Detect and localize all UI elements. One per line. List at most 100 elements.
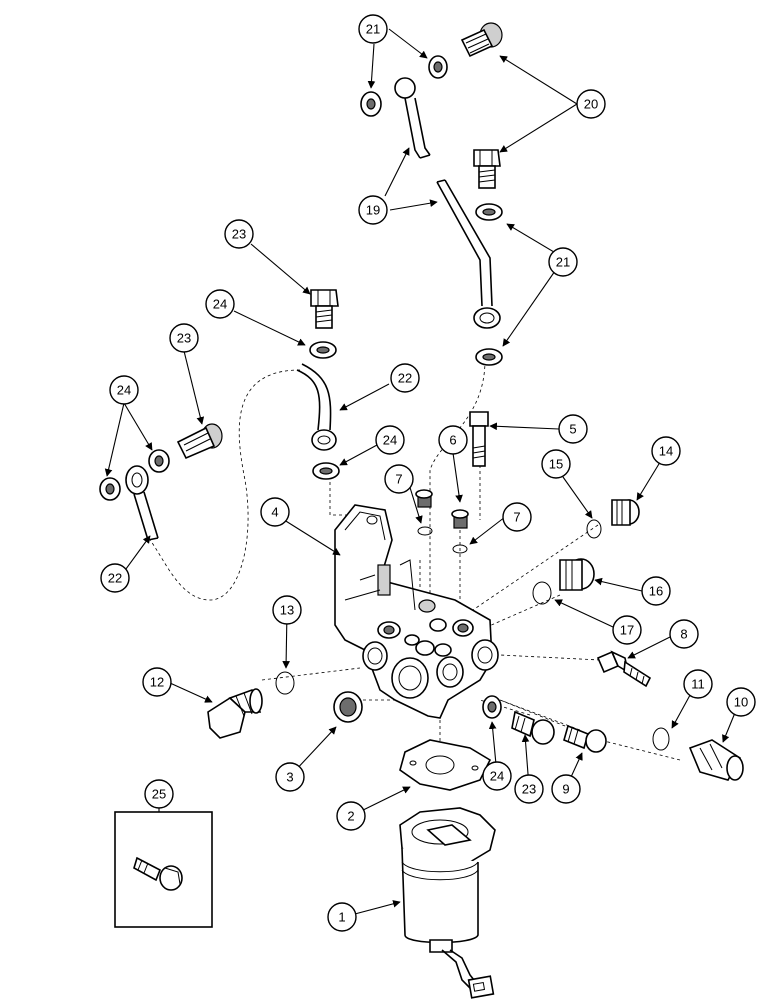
callout-23-lower: 23	[514, 774, 544, 804]
callout-label: 24	[490, 769, 504, 784]
callout-5: 5	[558, 414, 588, 444]
callout-25: 25	[144, 779, 174, 809]
callout-label: 4	[271, 505, 278, 520]
callout-label: 1	[338, 910, 345, 925]
fuel-pipe-upper	[394, 77, 431, 159]
callout-14: 14	[651, 436, 681, 466]
sealing-washer-left-side-a	[148, 449, 170, 473]
callout-12: 12	[142, 667, 172, 697]
callout-15: 15	[541, 449, 571, 479]
banjo-bolt-lower	[511, 710, 555, 745]
fuel-pipe-left-lower	[125, 465, 159, 541]
elbow-fitting	[207, 688, 263, 739]
sealing-washer-left-side-b	[99, 477, 121, 501]
callout-21-top: 21	[358, 14, 388, 44]
callout-23-left: 23	[169, 323, 199, 353]
sealing-washer-middle-upper	[475, 203, 503, 221]
banjo-bolt-top	[460, 22, 503, 58]
plug-3	[333, 691, 363, 723]
plug-fitting-14	[611, 499, 640, 526]
sealing-washer-top-right	[428, 55, 448, 79]
callout-label: 23	[522, 782, 536, 797]
callout-label: 12	[150, 675, 164, 690]
callout-21-middle: 21	[548, 247, 578, 277]
callout-24-lower: 24	[482, 761, 512, 791]
mounting-bolt	[469, 411, 489, 467]
callout-label: 16	[649, 584, 663, 599]
fuel-pipe-left-upper	[296, 363, 337, 451]
callout-label: 23	[232, 227, 246, 242]
callout-label: 17	[620, 623, 634, 638]
plug-left	[415, 489, 433, 508]
banjo-bolt-left-upper	[310, 289, 339, 329]
callout-label: 22	[398, 371, 412, 386]
callout-1: 1	[327, 902, 357, 932]
callout-label: 15	[549, 457, 563, 472]
callout-16: 16	[641, 576, 671, 606]
callout-label: 22	[108, 571, 122, 586]
callout-label: 7	[513, 510, 520, 525]
callout-label: 11	[691, 677, 705, 692]
callout-6: 6	[438, 425, 468, 455]
callout-23-upper: 23	[224, 219, 254, 249]
callout-4: 4	[260, 497, 290, 527]
callout-22-left: 22	[100, 563, 130, 593]
o-ring-left	[417, 526, 433, 536]
callout-24-upper: 24	[205, 289, 235, 319]
callout-label: 21	[556, 255, 570, 270]
o-ring-15	[586, 519, 602, 539]
callout-11: 11	[683, 669, 713, 699]
kit-box	[114, 811, 213, 928]
callout-19: 19	[358, 195, 388, 225]
callout-10: 10	[726, 687, 756, 717]
plug-right	[451, 509, 469, 529]
callout-label: 9	[562, 782, 569, 797]
callout-7-right: 7	[502, 502, 532, 532]
banjo-bolt-left-side	[176, 423, 223, 460]
callout-17: 17	[612, 615, 642, 645]
hose-barb-fitting	[596, 650, 652, 688]
callout-24-middle: 24	[375, 425, 405, 455]
callout-7-left: 7	[384, 464, 414, 494]
sealing-washer-left-upper	[309, 341, 337, 359]
callout-label: 3	[286, 770, 293, 785]
callout-label: 5	[569, 422, 576, 437]
fuel-filter	[399, 807, 496, 999]
callout-label: 14	[659, 444, 673, 459]
callout-label: 20	[584, 97, 598, 112]
callout-label: 8	[680, 627, 687, 642]
callout-9: 9	[551, 774, 581, 804]
o-ring-13	[275, 671, 295, 695]
callout-label: 19	[366, 203, 380, 218]
sealing-washer-top-left	[360, 91, 382, 117]
banjo-bolt-middle	[473, 149, 501, 189]
callout-label: 6	[449, 433, 456, 448]
callout-label: 7	[395, 472, 402, 487]
callout-label: 10	[734, 695, 748, 710]
connector-fitting-10	[688, 739, 744, 781]
callout-label: 2	[347, 809, 354, 824]
sealing-washer-left-middle	[312, 462, 340, 480]
o-ring-17	[532, 581, 552, 605]
air-bleed-screw	[563, 724, 607, 753]
plug-fitting-16	[559, 558, 595, 591]
callout-24-left: 24	[109, 375, 139, 405]
filter-head-body	[334, 504, 499, 719]
callout-3: 3	[275, 762, 305, 792]
sealing-washer-lower	[482, 695, 502, 719]
callout-label: 24	[117, 383, 131, 398]
sealing-washer-middle-lower	[475, 348, 503, 366]
fuel-pipe-lower	[436, 179, 501, 329]
callout-label: 24	[213, 297, 227, 312]
callout-2: 2	[336, 801, 366, 831]
callout-20: 20	[576, 89, 606, 119]
callout-13: 13	[272, 595, 302, 625]
o-ring-right	[452, 544, 468, 554]
callout-label: 24	[383, 433, 397, 448]
callout-label: 25	[152, 787, 166, 802]
callout-label: 13	[280, 603, 294, 618]
callout-label: 21	[366, 22, 380, 37]
callout-8: 8	[669, 619, 699, 649]
gasket	[399, 739, 492, 791]
